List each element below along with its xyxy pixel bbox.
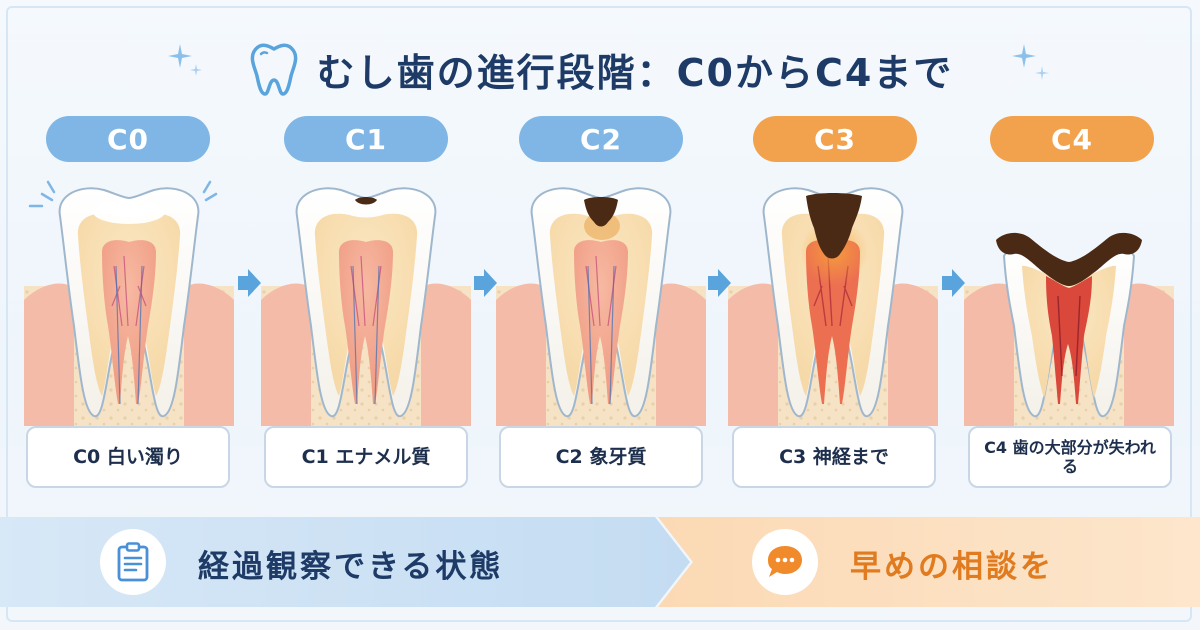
banner-left-text: 経過観察できる状態 xyxy=(198,549,504,585)
stage-caption-c2: C2 象牙質 xyxy=(499,426,703,488)
stage-badge-c1: C1 xyxy=(284,116,448,162)
page-title: むし歯の進行段階：C0からC4まで xyxy=(316,50,954,95)
banner-consultation xyxy=(658,517,1200,607)
stage-badge-c4: C4 xyxy=(990,116,1154,162)
stage-caption-c4: C4 歯の大部分が失われる xyxy=(968,426,1172,488)
stage-badge-c0: C0 xyxy=(46,116,210,162)
arrow-right-icon xyxy=(474,269,497,297)
clipboard-icon xyxy=(117,542,149,582)
speech-bubble-icon-circle xyxy=(752,529,818,595)
arrow-right-icon xyxy=(708,269,731,297)
title-row: むし歯の進行段階：C0からC4まで xyxy=(0,34,1200,104)
banner-right-text: 早めの相談を xyxy=(850,549,1054,585)
tooth-illustration-c1 xyxy=(261,187,471,426)
speech-bubble-icon xyxy=(768,546,802,577)
tooth-illustration-c3 xyxy=(728,187,938,426)
stage-caption-c1: C1 エナメル質 xyxy=(264,426,468,488)
stage-caption-c0: C0 白い濁り xyxy=(26,426,230,488)
tooth-illustration-c2 xyxy=(496,187,706,426)
tooth-icon xyxy=(250,43,297,96)
tooth-illustration-c4 xyxy=(964,232,1174,426)
clipboard-icon-circle xyxy=(100,529,166,595)
sparkle-icon xyxy=(1012,44,1049,80)
arrow-right-icon xyxy=(238,269,261,297)
stage-badge-c3: C3 xyxy=(753,116,917,162)
sparkle-icon xyxy=(168,44,202,76)
stage-badge-c2: C2 xyxy=(519,116,683,162)
stage-caption-c3: C3 神経まで xyxy=(732,426,936,488)
arrow-right-icon xyxy=(942,269,965,297)
tooth-illustration-c0 xyxy=(24,180,234,426)
